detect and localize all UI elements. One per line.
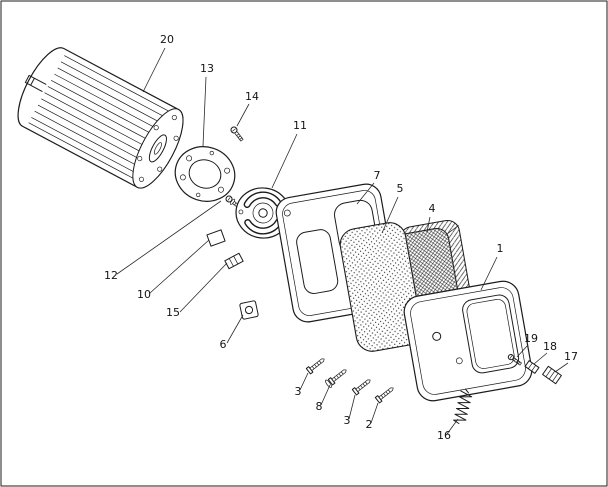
callout-label-2: 2: [366, 418, 373, 431]
screw-shaft: [511, 357, 522, 366]
gasket: [339, 222, 423, 352]
callout-label-17: 17: [564, 350, 578, 363]
cover-window-inner-line: [466, 298, 515, 369]
adapter-slots: [243, 191, 283, 235]
motor-face-hub: [148, 134, 167, 163]
screw-head: [351, 387, 360, 396]
screw-2: [374, 387, 394, 404]
callout-label-14: 14: [245, 90, 259, 103]
lock-washer: [230, 198, 236, 205]
screw-head: [305, 366, 314, 375]
motor-face-bolt-holes: [137, 114, 179, 182]
screw-3-left: [305, 358, 325, 375]
motor-body-hatch: [28, 55, 171, 180]
callout-label-19: 19: [524, 332, 538, 345]
back-plate-opening-left: [296, 229, 339, 294]
gasket-outline: [339, 222, 423, 352]
screw-14: [230, 126, 244, 142]
screw-3-right: [351, 379, 371, 396]
callout-label-12: 12: [104, 269, 118, 282]
callout-label-20: 20: [160, 33, 174, 46]
spacer-15: [224, 252, 244, 270]
callout-label-11: 11: [293, 119, 307, 132]
callout-label-5: 5: [397, 182, 404, 195]
screw-19: [507, 354, 522, 366]
adapter-center-hole: [258, 208, 268, 218]
callout-label-4: 4: [429, 202, 436, 215]
callout-leader-lines: [116, 47, 569, 435]
callout-label-3-right: 3: [344, 414, 351, 427]
screw-shaft: [331, 369, 347, 382]
mounting-ring: [174, 146, 236, 202]
callout-label-3-left: 3: [295, 385, 302, 398]
cover-window: [462, 294, 520, 374]
spring-16: [453, 388, 473, 424]
sleeve-outline: [524, 360, 540, 374]
screw-shaft: [355, 379, 371, 392]
callout-label-7: 7: [374, 169, 381, 182]
adapter-hole: [238, 209, 244, 215]
ring-bore: [188, 159, 222, 189]
cover-inner-line: [410, 287, 526, 395]
callout-label-13: 13: [200, 62, 214, 75]
ring-holes: [179, 150, 231, 198]
adapter-plate: [235, 187, 291, 239]
spacer-outline: [224, 252, 244, 270]
screw-8: [325, 369, 347, 388]
grommet-outline: [239, 300, 259, 320]
sleeve-18: [524, 360, 540, 374]
adapter-hub: [252, 202, 274, 224]
motor: [17, 47, 184, 189]
screw-shaft: [234, 131, 244, 142]
callout-label-6: 6: [220, 338, 227, 351]
grommet-hole: [244, 305, 254, 315]
washer: [325, 379, 332, 388]
spring-coil: [453, 388, 473, 424]
callout-label-1: 1: [497, 242, 504, 255]
nut-17: [542, 365, 562, 385]
screw-shaft: [309, 358, 325, 371]
grommet-6: [239, 300, 259, 320]
callout-label-10: 10: [137, 288, 151, 301]
cover: [403, 280, 533, 402]
screw-12: [225, 195, 243, 210]
callout-label-18: 18: [543, 340, 557, 353]
back-plate-hole: [283, 209, 291, 217]
callout-label-8: 8: [316, 400, 323, 413]
cover-hole: [432, 331, 442, 341]
screw-head: [374, 395, 383, 404]
motor-face-hub-hole: [153, 142, 162, 155]
callout-label-15: 15: [166, 306, 180, 319]
screw-head: [327, 377, 336, 386]
cover-hole: [455, 357, 463, 365]
motor-face: [132, 108, 184, 189]
motor-shaft: [24, 74, 47, 92]
callout-label-16: 16: [437, 429, 451, 442]
screw-shaft: [378, 387, 394, 400]
